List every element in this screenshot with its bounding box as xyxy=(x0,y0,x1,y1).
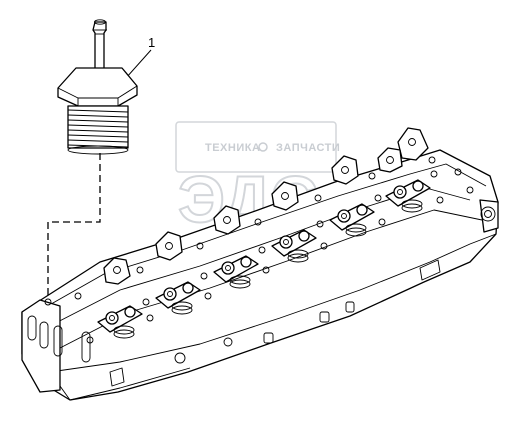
cylinder-head-body xyxy=(21,149,499,401)
valve-assembly-4 xyxy=(271,220,324,263)
valve-assembly-2 xyxy=(155,272,208,315)
fitting-thread xyxy=(67,105,129,155)
valve-assembly-1 xyxy=(97,298,150,339)
installation-dashed-line xyxy=(47,153,101,298)
callout-number: 1 xyxy=(148,35,155,50)
watermark-brand-right: ЗАПЧАСТИ xyxy=(276,142,340,154)
callout-1: 1 xyxy=(125,35,155,79)
watermark-brand-left: ТЕХНИКА xyxy=(205,142,260,154)
valve-assembly-3 xyxy=(213,246,266,289)
watermark-gear-icon xyxy=(258,142,268,152)
valve-assembly-6 xyxy=(385,170,438,213)
valve-assemblies xyxy=(97,170,438,339)
valve-assembly-5 xyxy=(329,194,382,237)
rocker-towers xyxy=(103,147,403,285)
head-left-end xyxy=(21,298,91,393)
fitting-hex xyxy=(57,67,138,107)
fitting-nipple xyxy=(92,21,107,71)
head-side-ports xyxy=(109,259,441,387)
leader-line xyxy=(125,49,152,79)
cylinder-head xyxy=(21,127,499,401)
head-right-end xyxy=(397,127,499,233)
fitting-part xyxy=(57,19,138,155)
watermark-frame xyxy=(175,121,337,173)
head-bolts xyxy=(74,156,474,344)
